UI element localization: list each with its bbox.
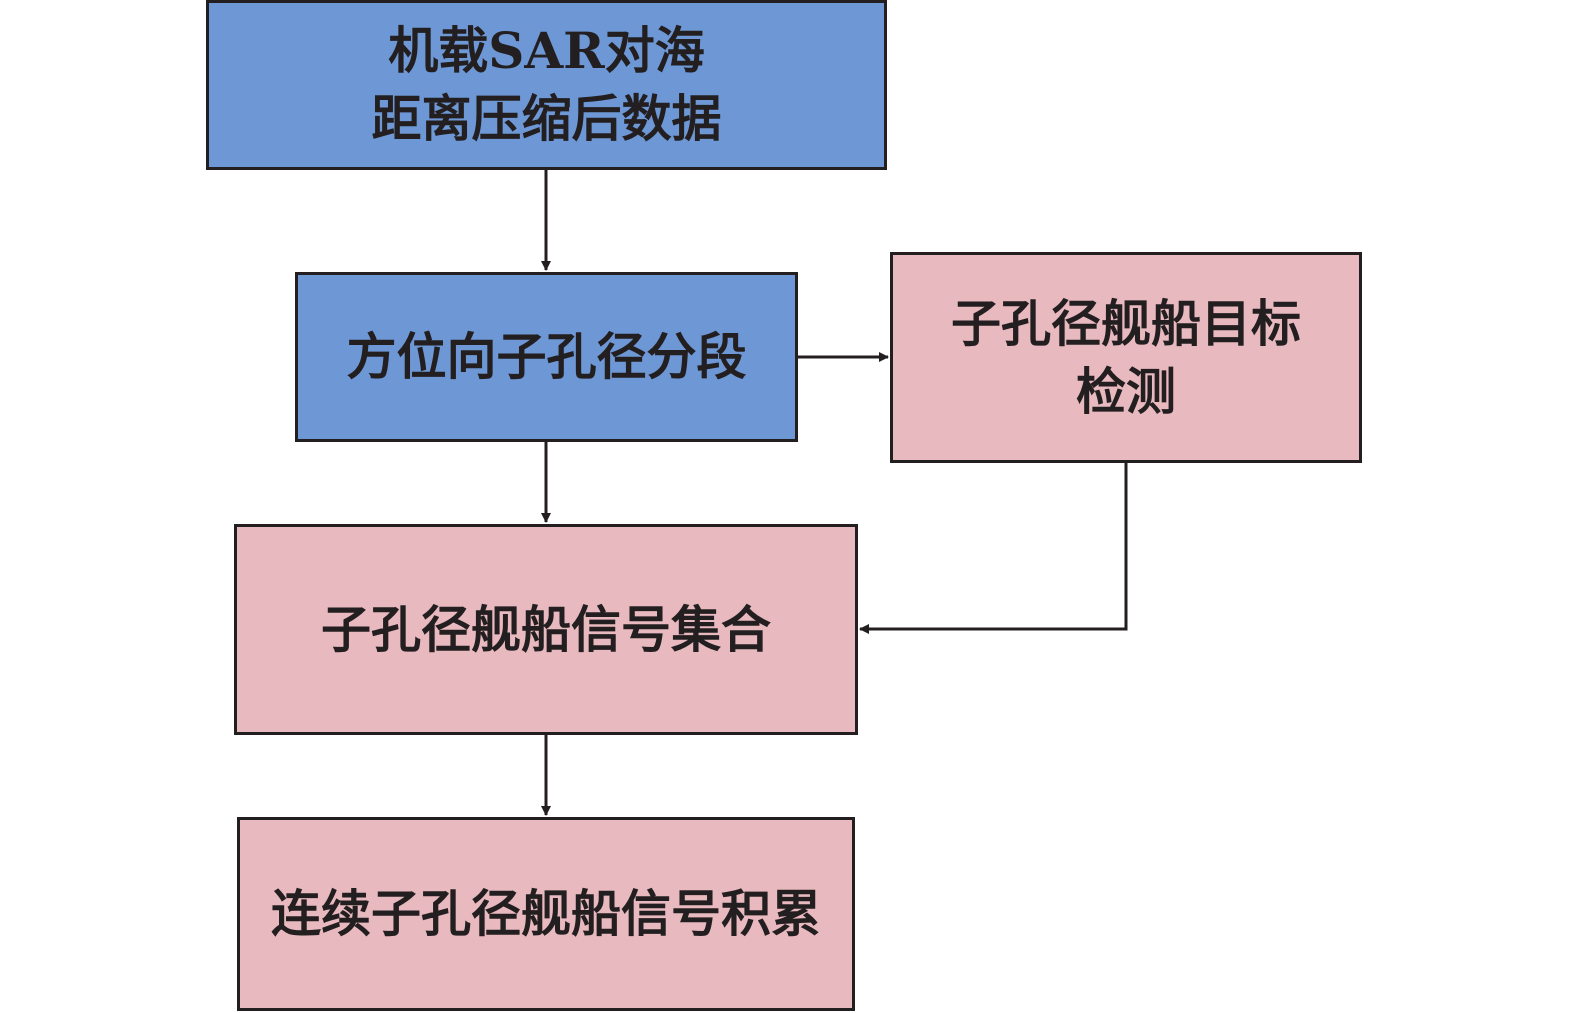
arrow-detect-to-collect	[859, 463, 1128, 634]
node-input-data: 机载SAR对海 距离压缩后数据	[206, 0, 887, 170]
node-ship-detection-line-2: 检测	[1076, 361, 1176, 421]
node-ship-detection: 子孔径舰船目标 检测	[890, 252, 1362, 463]
node-signal-accumulation-label: 连续子孔径舰船信号积累	[271, 884, 821, 943]
node-ship-detection-line-1: 子孔径舰船目标	[951, 293, 1301, 353]
node-input-data-line-1: 机载SAR对海	[388, 21, 705, 80]
node-azimuth-segmentation-label: 方位向子孔径分段	[346, 327, 747, 386]
node-azimuth-segmentation: 方位向子孔径分段	[295, 272, 798, 442]
node-signal-accumulation: 连续子孔径舰船信号积累	[237, 817, 855, 1011]
node-signal-collection-label: 子孔径舰船信号集合	[321, 599, 771, 659]
node-signal-collection: 子孔径舰船信号集合	[234, 524, 858, 735]
node-input-data-line-2: 距离压缩后数据	[371, 89, 722, 148]
